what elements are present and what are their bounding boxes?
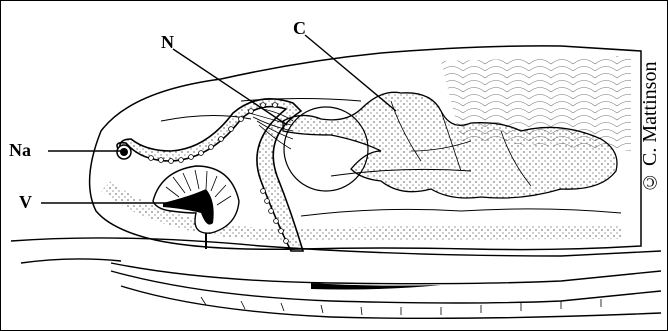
label-na: Na: [9, 141, 31, 159]
jaw: [11, 238, 661, 318]
label-c: C: [293, 19, 306, 37]
copyright-credit: © C. Mattinson: [639, 13, 663, 193]
label-n: N: [161, 33, 174, 51]
label-v: V: [19, 193, 32, 211]
